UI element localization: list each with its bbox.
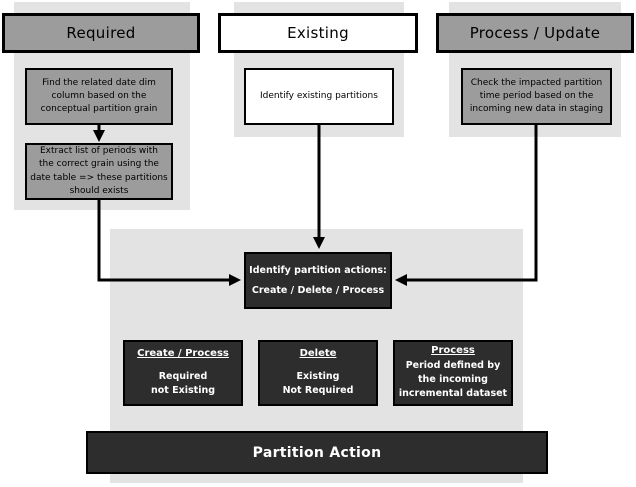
find-date-dim-box: Find the related date dim column based o… bbox=[25, 68, 173, 125]
outcome-create-process-title: Create / Process bbox=[137, 348, 229, 360]
extract-periods-box: Extract list of periods with the correct… bbox=[25, 143, 173, 200]
process-update-header-label: Process / Update bbox=[469, 24, 601, 42]
outcome-delete-box: Delete Existing Not Required bbox=[258, 340, 378, 406]
partition-action-bar: Partition Action bbox=[86, 431, 548, 474]
process-update-header: Process / Update bbox=[436, 13, 634, 53]
extract-periods-text: Extract list of periods with the correct… bbox=[30, 146, 168, 196]
identify-existing-box: Identify existing partitions bbox=[244, 68, 394, 125]
outcome-delete-detail: Existing Not Required bbox=[282, 371, 354, 396]
check-impacted-text: Check the impacted partition time period… bbox=[469, 77, 604, 115]
outcome-create-process-detail: Required not Existing bbox=[150, 371, 216, 396]
outcome-process-box: Process Period defined by the incoming i… bbox=[393, 340, 513, 406]
outcome-delete-title: Delete bbox=[299, 348, 337, 360]
find-date-dim-text: Find the related date dim column based o… bbox=[40, 77, 158, 115]
check-impacted-box: Check the impacted partition time period… bbox=[461, 68, 612, 125]
outcome-create-process-box: Create / Process Required not Existing bbox=[123, 340, 243, 406]
identify-actions-text: Identify partition actions: Create / Del… bbox=[249, 264, 387, 296]
partition-action-label: Partition Action bbox=[252, 444, 382, 461]
required-header-label: Required bbox=[66, 24, 136, 42]
existing-header: Existing bbox=[218, 13, 418, 53]
required-header: Required bbox=[2, 13, 200, 53]
identify-existing-text: Identify existing partitions bbox=[260, 90, 378, 101]
outcome-process-detail: Period defined by the incoming increment… bbox=[398, 360, 508, 399]
existing-header-label: Existing bbox=[287, 24, 349, 42]
identify-actions-box: Identify partition actions: Create / Del… bbox=[244, 252, 392, 309]
outcome-process-title: Process bbox=[431, 345, 475, 357]
